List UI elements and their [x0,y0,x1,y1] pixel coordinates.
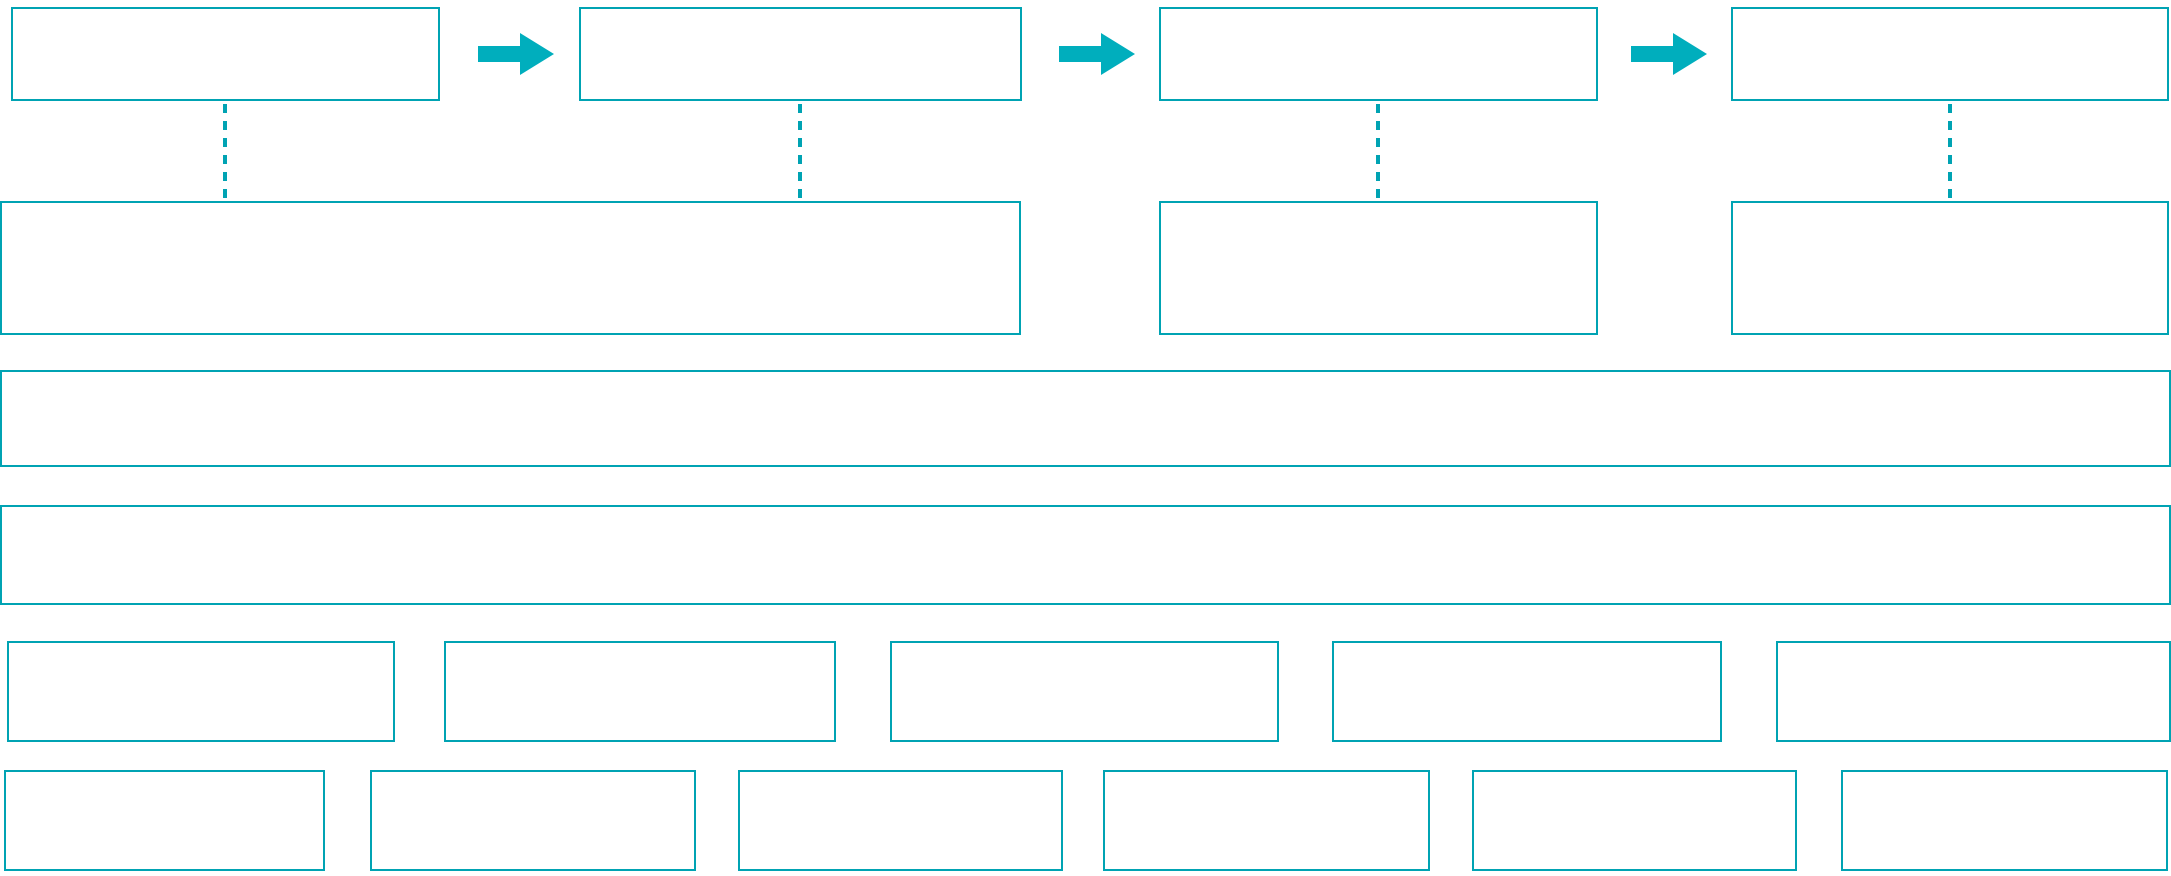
full-width-band-1 [0,370,2171,467]
right-arrow-icon [1631,33,1707,75]
dashed-connector-2 [798,104,802,201]
middle-row-box-3 [890,641,1279,742]
flow-step-box-3 [1159,7,1598,101]
flow-step-box-2 [579,7,1022,101]
bottom-row-box-3 [738,770,1063,871]
full-width-band-2 [0,505,2171,605]
right-arrow-icon [1059,33,1135,75]
bottom-row-box-1 [4,770,325,871]
middle-row-box-4 [1332,641,1722,742]
detail-box-wide [0,201,1021,335]
bottom-row-box-5 [1472,770,1797,871]
bottom-row-box-4 [1103,770,1430,871]
detail-box-2 [1159,201,1598,335]
dashed-connector-3 [1376,104,1380,201]
flow-arrow-2 [1059,33,1135,75]
flow-step-box-4 [1731,7,2169,101]
bottom-row-box-2 [370,770,696,871]
bottom-row-box-6 [1841,770,2168,871]
middle-row-box-2 [444,641,836,742]
flow-step-box-1 [11,7,440,101]
dashed-connector-4 [1948,104,1952,201]
detail-box-3 [1731,201,2169,335]
flow-arrow-3 [1631,33,1707,75]
middle-row-box-5 [1776,641,2171,742]
right-arrow-icon [478,33,554,75]
dashed-connector-1 [223,104,227,201]
middle-row-box-1 [7,641,395,742]
flow-arrow-1 [478,33,554,75]
